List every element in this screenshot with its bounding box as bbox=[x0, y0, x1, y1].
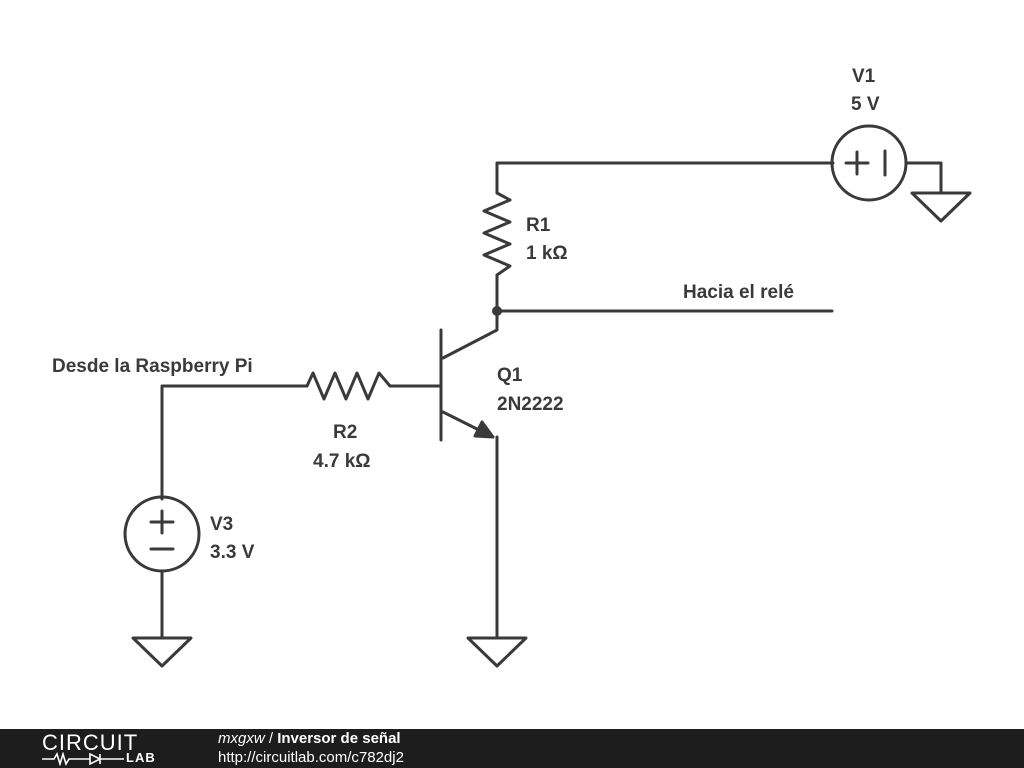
resistor-r2 bbox=[305, 371, 392, 401]
output-net-label: Hacia el relé bbox=[683, 282, 794, 303]
v3-voltage-source bbox=[123, 495, 201, 573]
v1-value-label: 5 V bbox=[851, 94, 880, 115]
logo-text-lab: LAB bbox=[126, 750, 156, 765]
r2-name-label: R2 bbox=[333, 422, 358, 443]
input-net-label: Desde la Raspberry Pi bbox=[52, 356, 253, 377]
meta-separator: / bbox=[264, 730, 278, 747]
resistor-r1 bbox=[482, 191, 512, 277]
v3-value-label: 3.3 V bbox=[210, 542, 255, 563]
q1-name-label: Q1 bbox=[497, 365, 523, 386]
v3-name-label: V3 bbox=[210, 514, 234, 535]
circuitlab-logo[interactable]: CIRCUIT LAB bbox=[40, 731, 180, 767]
v1-name-label: V1 bbox=[852, 66, 876, 87]
r1-name-label: R1 bbox=[526, 215, 551, 236]
ground-symbol-q1 bbox=[466, 636, 528, 668]
r2-value-label: 4.7 kΩ bbox=[313, 451, 371, 472]
author-link[interactable]: mxgxw bbox=[218, 730, 265, 747]
wire-input-net bbox=[160, 384, 309, 501]
circuit-schematic bbox=[123, 124, 972, 668]
circuit-meta: mxgxw / Inversor de señal bbox=[218, 730, 401, 748]
footer-bar: CIRCUIT LAB mxgxw / Inversor de señal ht… bbox=[0, 729, 1024, 768]
wire-v1-ground bbox=[904, 161, 943, 195]
logo-wave-icon bbox=[42, 752, 124, 766]
circuit-title: Inversor de señal bbox=[277, 730, 401, 747]
q1-value-label: 2N2222 bbox=[497, 394, 564, 415]
r1-value-label: 1 kΩ bbox=[526, 243, 568, 264]
circuit-url-link[interactable]: http://circuitlab.com/c782dj2 bbox=[218, 749, 404, 766]
logo-text-circuit: CIRCUIT bbox=[42, 730, 139, 755]
ground-symbol-v1 bbox=[910, 191, 972, 223]
v1-voltage-source bbox=[830, 124, 908, 202]
transistor-q1 bbox=[439, 309, 499, 442]
ground-symbol-v3 bbox=[131, 636, 193, 668]
